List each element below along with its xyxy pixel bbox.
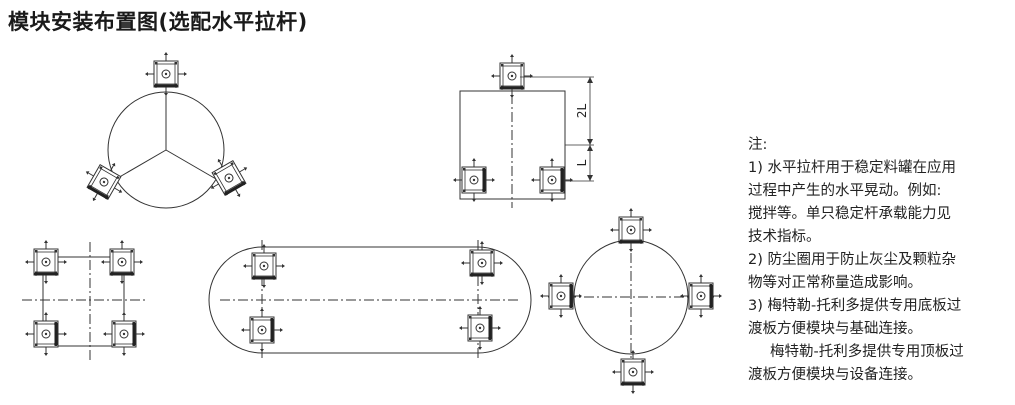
layout-tank-elevation: 2L L [453,54,594,208]
note-line: 梅特勒-托利多提供专用顶板过 [770,344,964,360]
layout-four-module-circle [540,208,722,394]
note-line: 2) 防尘圈用于防止灰尘及颗粒杂 [748,252,956,268]
module-vessel-br [459,306,501,350]
module-elevation-left [453,158,495,202]
note-line: 技术指标。 [748,229,821,245]
note-line: 注: [748,137,768,153]
module-top [145,52,187,96]
dimension-2l-label: 2L [575,104,589,119]
note-line: 搅拌等。单只稳定杆承载能力见 [748,206,951,222]
dimension-l-label: L [575,159,589,166]
note-line: 渡板方便模块与设备连接。 [748,367,922,383]
module-square-tr [101,240,143,284]
module-square-bl [25,312,67,356]
module-left [75,152,133,211]
module-square-tl [25,240,67,284]
notes-panel: 注: 1) 水平拉杆用于稳定料罐在应用过程中产生的水平晃动。例如: 搅拌等。单只稳定… [748,134,1010,387]
note-line: 物等对正常称量造成影响。 [748,275,922,291]
module-vessel-bl [241,308,283,352]
module-right [200,148,258,207]
diagram-title: 模块安装布置图(选配水平拉杆) [8,10,308,34]
note-line: 3) 梅特勒-托利多提供专用底板过 [748,298,962,314]
module-square-br [103,312,145,356]
module-vessel-tl [243,244,285,288]
note-line: 渡板方便模块与基础连接。 [748,321,922,337]
note-line: 过程中产生的水平晃动。例如: [748,183,942,199]
layout-horizontal-vessel [208,240,532,360]
module-vessel-tr [461,241,503,285]
layout-four-module-square [22,240,148,360]
module-circle-bottom [612,350,654,394]
module-elevation-right [531,158,573,202]
layout-three-module-circle [75,52,258,212]
module-circle-top [610,208,652,252]
note-line: 1) 水平拉杆用于稳定料罐在应用 [748,160,956,176]
